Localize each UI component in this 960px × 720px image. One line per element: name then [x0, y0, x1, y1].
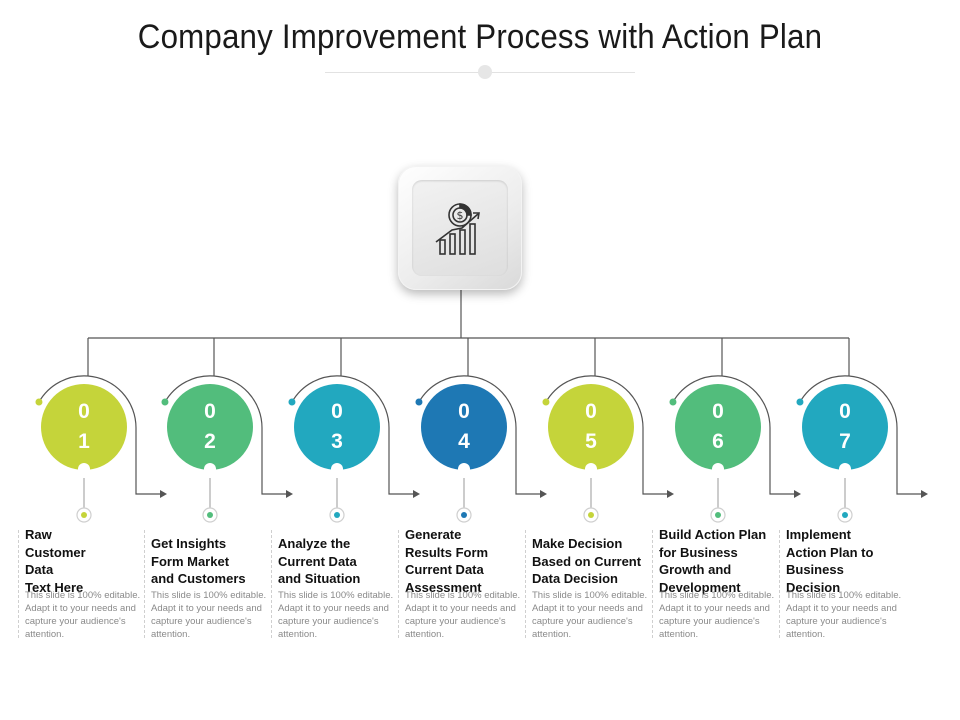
column-divider — [525, 530, 526, 638]
left-arc — [672, 375, 723, 403]
step-number-digit-2: 2 — [204, 430, 216, 453]
step-number-digit-2: 4 — [458, 430, 470, 453]
left-arc — [38, 375, 89, 403]
step-description: This slide is 100% editable. Adapt it to… — [405, 590, 521, 640]
step-heading: Analyze the Current Data and Situation — [278, 536, 361, 586]
chart-dollar-growth-icon: $ — [435, 203, 480, 255]
center-icon-tile: $ — [398, 166, 522, 290]
step-number-digit-2: 7 — [839, 430, 851, 453]
arrow-head — [413, 490, 420, 498]
slide-title: Company Improvement Process with Action … — [137, 18, 823, 56]
right-arc-connector — [213, 375, 286, 495]
center-icon-inner: $ — [412, 180, 508, 276]
right-arc-connector — [594, 375, 667, 495]
arc-start-dot — [415, 398, 423, 406]
arrow-head — [286, 490, 293, 498]
arrow-head — [794, 490, 801, 498]
arc-start-dot — [669, 398, 677, 406]
arrow-head — [160, 490, 167, 498]
step-heading: Generate Results Form Current Data Asses… — [405, 527, 489, 595]
column-divider — [652, 530, 653, 638]
arrow-head — [540, 490, 547, 498]
step-description: This slide is 100% editable. Adapt it to… — [151, 590, 267, 640]
arc-start-dot — [35, 398, 43, 406]
step-number-digit-1: 0 — [712, 400, 724, 423]
marker-dot — [207, 512, 213, 518]
marker-dot — [461, 512, 467, 518]
right-arc-connector — [87, 375, 160, 495]
step-number-digit-1: 0 — [78, 400, 90, 423]
step-number-digit-1: 0 — [585, 400, 597, 423]
step-description: This slide is 100% editable. Adapt it to… — [659, 590, 775, 640]
marker-dot — [715, 512, 721, 518]
marker-dot — [81, 512, 87, 518]
step-description: This slide is 100% editable. Adapt it to… — [25, 590, 141, 640]
right-arc-connector — [340, 375, 413, 495]
right-arc-connector — [848, 375, 921, 495]
arc-start-dot — [161, 398, 169, 406]
column-divider — [271, 530, 272, 638]
step-number-digit-1: 0 — [458, 400, 470, 423]
step-heading: Get Insights Form Market and Customers — [151, 536, 246, 586]
step-number-digit-2: 5 — [585, 430, 597, 453]
title-divider-dot — [478, 65, 492, 79]
step-description: This slide is 100% editable. Adapt it to… — [278, 590, 394, 640]
arrow-head — [667, 490, 674, 498]
left-arc — [799, 375, 850, 403]
right-arc-connector — [721, 375, 794, 495]
step-description: This slide is 100% editable. Adapt it to… — [532, 590, 648, 640]
column-divider — [398, 530, 399, 638]
arrow-head — [921, 490, 928, 498]
step-heading: Make Decision Based on Current Data Deci… — [532, 536, 642, 586]
step-number-digit-1: 0 — [204, 400, 216, 423]
left-arc — [418, 375, 469, 403]
step-number-digit-2: 1 — [78, 430, 90, 453]
column-divider — [779, 530, 780, 638]
arc-start-dot — [288, 398, 296, 406]
step-number-digit-1: 0 — [839, 400, 851, 423]
marker-dot — [842, 512, 848, 518]
column-divider — [18, 530, 19, 638]
step-number-digit-2: 6 — [712, 430, 724, 453]
column-divider — [144, 530, 145, 638]
marker-dot — [588, 512, 594, 518]
step-heading: Build Action Plan for Business Growth an… — [659, 527, 767, 595]
left-arc — [164, 375, 215, 403]
marker-dot — [334, 512, 340, 518]
step-heading: Implement Action Plan to Business Decisi… — [786, 527, 874, 595]
step-number-digit-1: 0 — [331, 400, 343, 423]
svg-text:$: $ — [457, 209, 464, 222]
step-description: This slide is 100% editable. Adapt it to… — [786, 590, 902, 640]
arc-start-dot — [542, 398, 550, 406]
arc-start-dot — [796, 398, 804, 406]
right-arc-connector — [467, 375, 540, 495]
step-heading: Raw Customer Data Text Here — [25, 527, 86, 595]
step-number-digit-2: 3 — [331, 430, 343, 453]
left-arc — [291, 375, 342, 403]
left-arc — [545, 375, 596, 403]
